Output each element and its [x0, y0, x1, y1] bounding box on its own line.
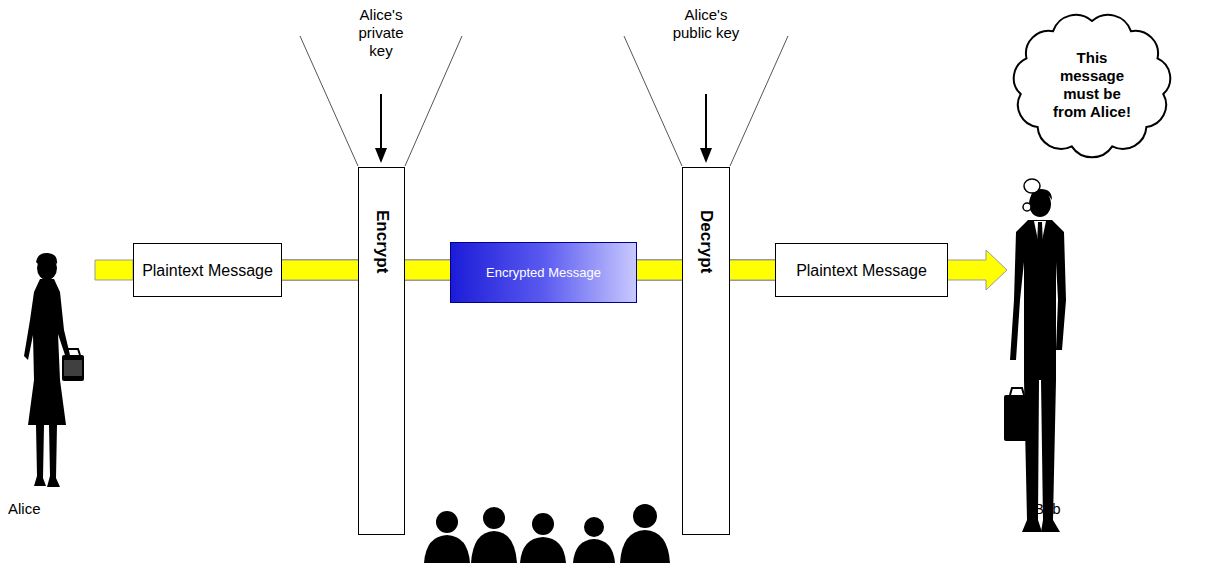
decrypt-bar: Decrypt: [682, 167, 730, 535]
flow-band-fill: [637, 261, 682, 280]
person-name: Bob: [1034, 500, 1061, 518]
flow-arrowhead: [948, 250, 1007, 290]
key-label: Alice's private key: [345, 6, 417, 60]
node-text: Encrypted Message: [486, 265, 601, 281]
flow-band-fill: [405, 261, 450, 280]
plaintext-box: Plaintext Message: [133, 243, 282, 297]
node-text: Plaintext Message: [142, 261, 273, 280]
flow-band-edge: [730, 259, 775, 281]
flow-band: [637, 270, 682, 271]
flow-band: [282, 270, 358, 271]
audience-figures: [424, 504, 670, 563]
bob-figure: [1004, 189, 1066, 532]
node-text: Decrypt: [696, 168, 716, 273]
flow-band: [95, 260, 133, 280]
node-text: Encrypt: [372, 168, 392, 273]
encrypted-box: Encrypted Message: [450, 242, 637, 303]
encrypt-bar: Encrypt: [358, 167, 405, 535]
plaintext-box: Plaintext Message: [775, 243, 948, 297]
alice-figure: [24, 253, 84, 487]
key-arrow: [375, 94, 712, 163]
flow-band-edge: [282, 259, 358, 281]
flow-band: [730, 270, 775, 271]
person-name: Alice: [8, 500, 41, 518]
node-text: This message must be from Alice!: [1046, 49, 1138, 121]
thought-cloud: This message must be from Alice!: [1008, 6, 1176, 164]
flow-band: [405, 270, 450, 271]
thought-bubble: [1023, 179, 1040, 211]
flow-band-edge: [405, 259, 450, 281]
flow-band-fill: [282, 261, 358, 280]
cloud-outline: [1014, 15, 1170, 157]
flow-band-fill: [730, 261, 775, 280]
flow-band-edge: [637, 259, 682, 281]
node-text: Plaintext Message: [796, 261, 927, 280]
key-label: Alice's public key: [670, 6, 742, 42]
